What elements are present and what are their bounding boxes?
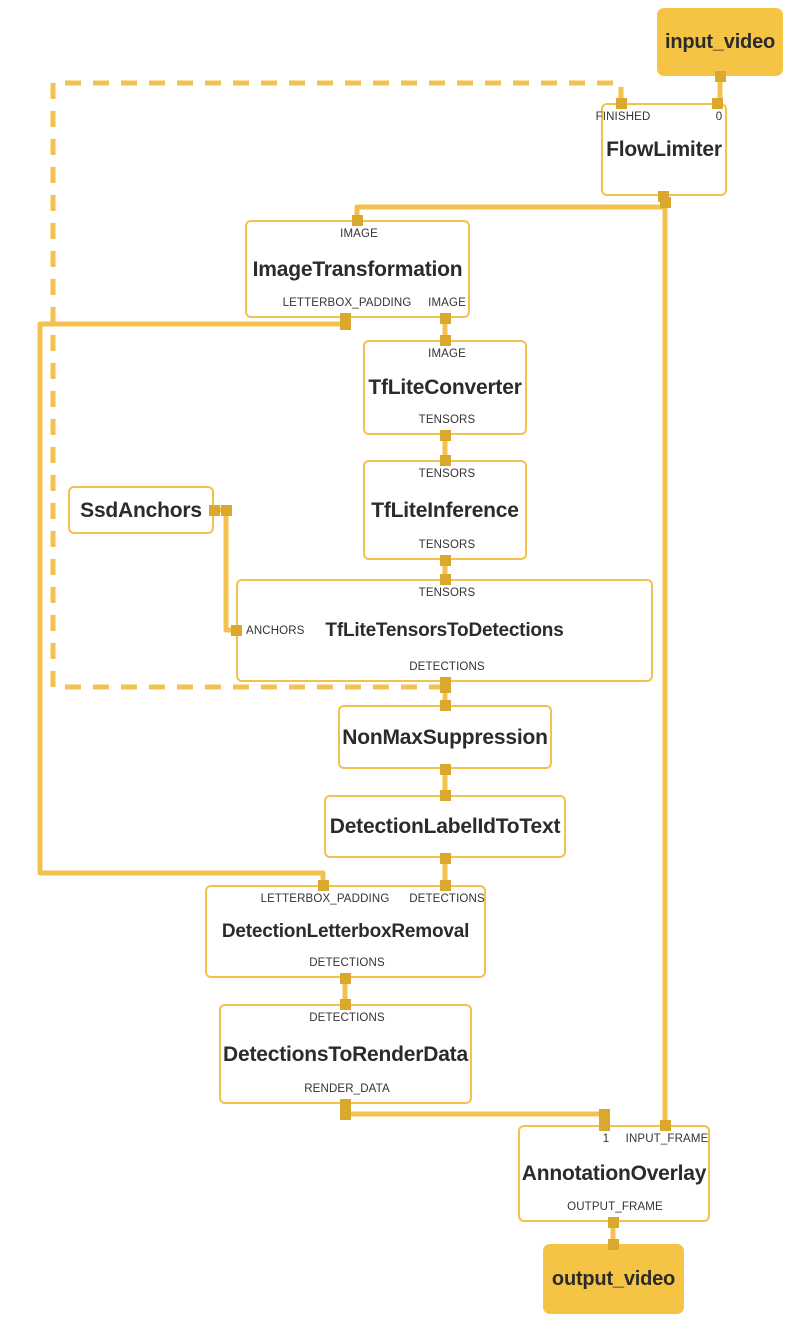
port-ssd_anchors-out-0[interactable] [208,504,220,516]
node-title-detection_label_id_to_text: DetectionLabelIdToText [329,815,561,838]
node-ssd_anchors[interactable]: SsdAnchors [68,486,214,534]
node-title-tflite_converter: TfLiteConverter [368,376,522,399]
port-label-tflite_converter-out-0: TENSORS [418,413,476,426]
node-title-non_max_suppression: NonMaxSuppression [342,725,548,749]
port-flow_limiter-in-0[interactable] [615,97,627,109]
edge-junction-4 [598,1108,610,1120]
port-detection_letterbox_removal-out-0[interactable] [339,972,351,984]
node-flow_limiter[interactable]: FlowLimiter FINISHED 0 [596,103,727,196]
edge-junction-2 [339,318,351,330]
port-label-image_transformation-out-0: LETTERBOX_PADDING [282,296,412,309]
port-image_transformation-out-1[interactable] [439,312,451,324]
node-title-tflite_inference: TfLiteInference [371,498,519,522]
node-non_max_suppression[interactable]: NonMaxSuppression [338,705,552,769]
port-tflite_converter-in-0[interactable] [439,334,451,346]
port-label-image_transformation-in-0: IMAGE [340,228,378,240]
port-label-tflite_inference-in-0: TENSORS [418,468,476,480]
port-annotation_overlay-in-1[interactable] [659,1119,671,1131]
node-tflite_converter[interactable]: TfLiteConverter IMAGE TENSORS [363,340,527,435]
port-label-flow_limiter-in-1: 0 [715,111,723,123]
port-flow_limiter-out-0[interactable] [657,190,669,202]
node-annotation_overlay[interactable]: AnnotationOverlay 1 INPUT_FRAME OUTPUT_FRAM… [518,1125,710,1222]
port-detection_label_id_to_text-in-0[interactable] [439,789,451,801]
edge-junction-0 [439,681,451,693]
port-output_video-in-0[interactable] [607,1238,619,1250]
port-detection_letterbox_removal-in-1[interactable] [439,879,451,891]
port-tflite_converter-out-0[interactable] [439,429,451,441]
port-tflite_inference-out-0[interactable] [439,554,451,566]
node-title-tflite_tensors_to_detections: TfLiteTensorsToDetections [325,620,564,641]
port-tflite_tensors_to_detections-in-1[interactable] [230,624,242,636]
port-detection_label_id_to_text-out-0[interactable] [439,852,451,864]
node-title-output_video: output_video [551,1268,676,1290]
node-title-flow_limiter: FlowLimiter [606,138,722,161]
node-detection_label_id_to_text[interactable]: DetectionLabelIdToText [324,795,566,858]
port-label-detections_to_render_data-in-0: DETECTIONS [309,1012,385,1024]
port-tflite_inference-in-0[interactable] [439,454,451,466]
edge-junction-3 [220,504,232,516]
port-label-detection_letterbox_removal-in-1: DETECTIONS [409,893,485,905]
node-title-detections_to_render_data: DetectionsToRenderData [223,1042,468,1066]
port-label-tflite_tensors_to_detections-out-0: DETECTIONS [409,660,485,673]
port-flow_limiter-in-1[interactable] [711,97,723,109]
node-detections_to_render_data[interactable]: DetectionsToRenderData DETECTIONS RENDER_D… [219,1004,472,1104]
node-detection_letterbox_removal[interactable]: DetectionLetterboxRemoval LETTERBOX_PADDI… [205,885,486,978]
port-label-image_transformation-out-1: IMAGE [428,296,466,309]
port-label-annotation_overlay-out-0: OUTPUT_FRAME [567,1200,663,1213]
port-non_max_suppression-in-0[interactable] [439,699,451,711]
port-label-tflite_converter-in-0: IMAGE [428,348,466,360]
edge-junction-1 [659,196,671,208]
port-label-annotation_overlay-in-1: INPUT_FRAME [625,1133,709,1145]
port-non_max_suppression-out-0[interactable] [439,763,451,775]
node-output_video[interactable]: output_video [543,1244,684,1314]
port-label-detections_to_render_data-out-0: RENDER_DATA [304,1082,390,1095]
edge-junction-5 [339,1108,351,1120]
port-annotation_overlay-in-0[interactable] [598,1119,610,1131]
port-image_transformation-in-0[interactable] [351,214,363,226]
port-annotation_overlay-out-0[interactable] [607,1216,619,1228]
node-input_video[interactable]: input_video [657,8,783,76]
port-detections_to_render_data-out-0[interactable] [339,1098,351,1110]
port-tflite_tensors_to_detections-in-0[interactable] [439,573,451,585]
node-title-ssd_anchors: SsdAnchors [80,498,202,522]
port-image_transformation-out-0[interactable] [339,312,351,324]
port-label-tflite_tensors_to_detections-in-0: TENSORS [418,587,476,599]
node-tflite_tensors_to_detections[interactable]: TfLiteTensorsToDetections TENSORS ANCHORS D… [236,579,653,682]
node-title-input_video: input_video [664,31,776,53]
port-label-detection_letterbox_removal-out-0: DETECTIONS [309,956,385,969]
port-label-tflite_tensors_to_detections-in-1: ANCHORS [246,625,305,637]
node-title-detection_letterbox_removal: DetectionLetterboxRemoval [221,921,470,942]
node-title-annotation_overlay: AnnotationOverlay [521,1162,707,1185]
port-label-detection_letterbox_removal-in-0: LETTERBOX_PADDING [260,893,390,905]
port-input_video-out-0[interactable] [714,70,726,82]
node-title-image_transformation: ImageTransformation [252,257,463,281]
port-label-annotation_overlay-in-0: 1 [602,1133,610,1145]
port-detections_to_render_data-in-0[interactable] [339,998,351,1010]
port-detection_letterbox_removal-in-0[interactable] [317,879,329,891]
port-label-tflite_inference-out-0: TENSORS [418,538,476,551]
port-label-flow_limiter-in-0: FINISHED [595,111,651,123]
